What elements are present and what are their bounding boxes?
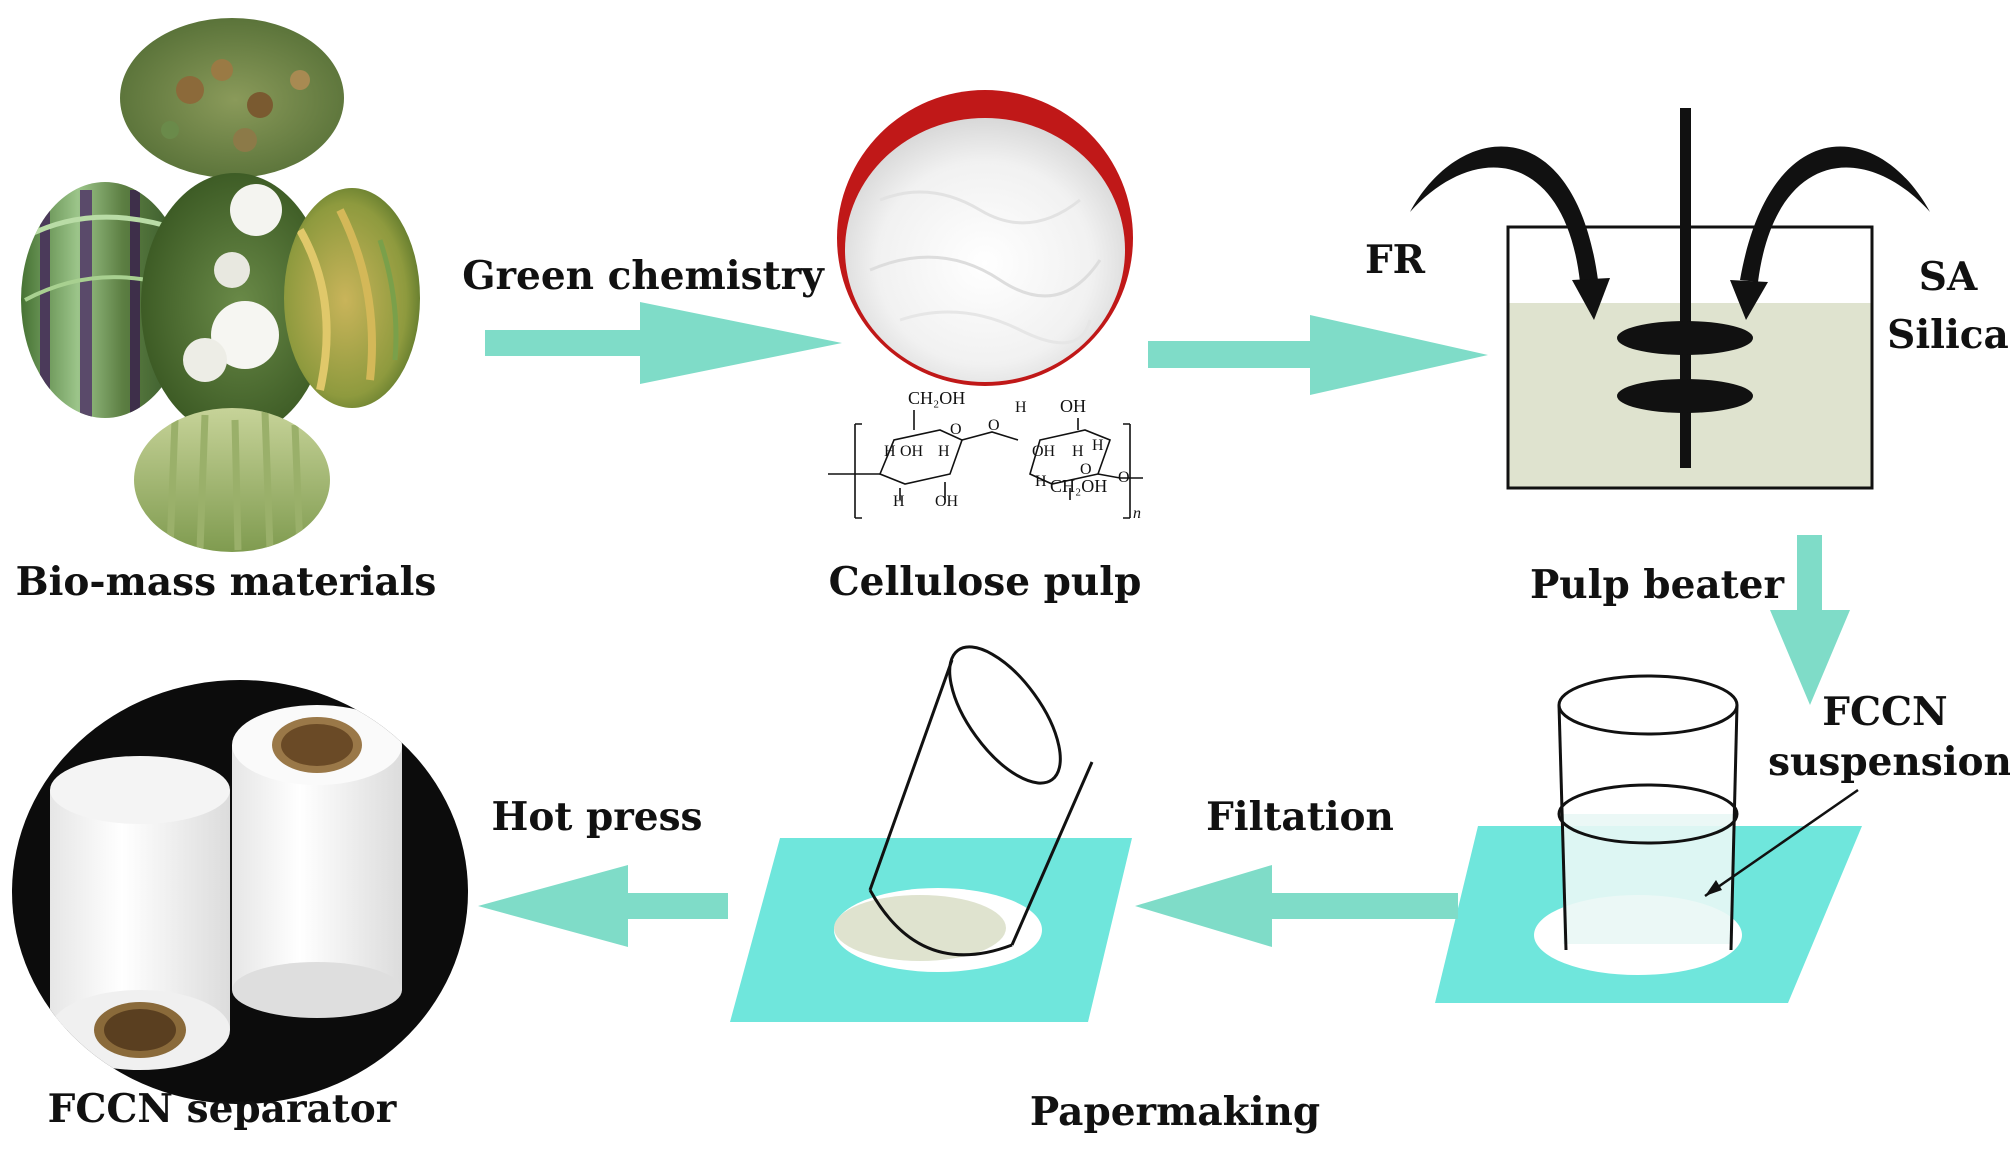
chem-h-3: H [938,443,950,460]
sorghum-photo [120,18,344,178]
green-chemistry-label: Green chemistry [462,253,825,299]
silica-label: Silica [1887,312,2009,358]
chem-oh-top: OH [1060,396,1086,416]
fccn-separator-label: FCCN separator [48,1086,397,1132]
arrow-hot-press [478,865,728,947]
pulp-beater [1410,108,1930,490]
chem-n: n [1133,505,1141,522]
fr-feed-arrow [1410,146,1598,282]
chem-h-2: H [884,443,896,460]
filtation-label: Filtation [1206,794,1394,840]
chem-h-6: H [1035,473,1047,490]
wheat-photo [134,408,330,552]
chem-oh-3: OH [935,493,959,510]
chem-o-2: O [988,417,1000,434]
chem-h-7: H [893,493,905,510]
fccn-suspension-setup [1435,674,1862,1003]
cellulose-fiber-photo [837,90,1133,386]
arrow-filtation [1135,865,1458,947]
pulp-beater-label: Pulp beater [1530,562,1785,608]
arrow-to-beater [1148,315,1488,395]
chem-ch2oh-top: CH₂OH [908,388,965,408]
cellulose-structure-labels: CH₂OH OH H H OH H O O OH H H O O H H OH … [884,388,1141,522]
chem-oh-1: OH [900,443,924,460]
chem-oh-2: OH [1032,443,1056,460]
cellulose-pulp-label: Cellulose pulp [829,559,1142,605]
chem-o-3: O [1080,461,1092,478]
fr-label: FR [1365,237,1426,283]
arrow-green-chemistry [485,302,842,384]
chem-h-1: H [1015,399,1027,416]
biomass-label: Bio-mass materials [16,559,437,605]
suspension-label: suspension [1768,739,2010,785]
chem-o-4: O [1118,469,1130,486]
arrow-to-suspension [1770,535,1850,705]
papermaking-label: Papermaking [1030,1089,1320,1135]
rice-photo [284,188,420,408]
cellulose-structure [828,410,1143,519]
chem-ch2oh-bottom: CH₂OH [1050,476,1107,496]
chem-h-5: H [1092,437,1104,454]
fccn-label: FCCN [1822,689,1947,735]
hot-press-label: Hot press [492,794,703,840]
papermaking-setup [730,645,1132,1022]
chem-o-1: O [950,421,962,438]
sa-label: SA [1919,254,1978,300]
sa-silica-feed-arrow [1740,146,1930,282]
chem-h-4: H [1072,443,1084,460]
biomass-photo-collage [21,18,420,552]
separator-rolls-photo [12,680,468,1104]
